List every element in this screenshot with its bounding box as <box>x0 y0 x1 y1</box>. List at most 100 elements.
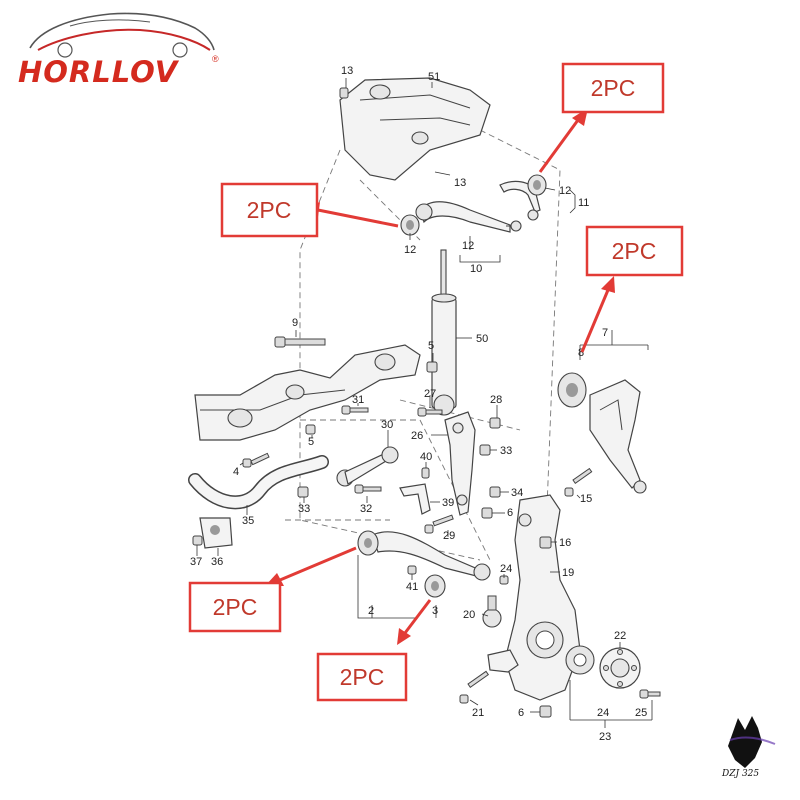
nut-41 <box>407 565 417 575</box>
bolt-31 <box>341 405 369 415</box>
part-label-26: 26 <box>411 430 423 442</box>
part-label-5a: 5 <box>428 340 434 352</box>
lower-bushing-3 <box>424 574 446 598</box>
part-label-6b: 6 <box>518 707 524 719</box>
callout-box-bottom: 2PC <box>316 652 408 702</box>
part-label-39: 39 <box>442 497 454 509</box>
part-label-28: 28 <box>490 394 502 406</box>
bracket-21-arm <box>487 649 519 673</box>
nut-6-mid <box>481 507 493 519</box>
bolt-15 <box>564 467 593 497</box>
bolt-25 <box>639 689 661 699</box>
part-label-16: 16 <box>559 537 571 549</box>
part-label-10: 10 <box>470 263 482 275</box>
part-label-4: 4 <box>233 466 239 478</box>
part-label-22: 22 <box>614 630 626 642</box>
part-label-5b: 5 <box>308 436 314 448</box>
part-label-33b: 33 <box>298 503 310 515</box>
leader-lines <box>196 78 653 728</box>
part-label-9: 9 <box>292 317 298 329</box>
nut-5-upper <box>426 361 438 373</box>
part-label-11: 11 <box>578 197 589 209</box>
nut-37 <box>192 535 203 546</box>
bushing-8 <box>557 372 587 408</box>
stabilizer-bushing-36 <box>199 517 233 549</box>
callout-label: 2PC <box>247 197 292 223</box>
nut-34 <box>489 486 501 498</box>
part-label-33a: 33 <box>500 445 512 457</box>
lower-control-arm <box>371 531 491 581</box>
part-label-50: 50 <box>476 333 488 345</box>
bolt-40 <box>421 467 430 479</box>
part-label-12a: 12 <box>559 185 571 197</box>
callout-box-lower-left: 2PC <box>188 581 282 633</box>
part-label-13a: 13 <box>341 65 353 77</box>
part-label-24a: 24 <box>500 563 512 575</box>
nut-6-lower <box>539 705 552 718</box>
callout-box-right: 2PC <box>585 225 684 277</box>
part-label-29: 29 <box>443 530 455 542</box>
nut-33-lower <box>297 486 309 498</box>
callout-box-top-right: 2PC <box>561 62 665 114</box>
callout-label: 2PC <box>213 594 258 620</box>
callout-label: 2PC <box>612 238 657 264</box>
part-label-8: 8 <box>578 347 584 359</box>
part-label-20: 20 <box>463 609 475 621</box>
bolt-27 <box>417 407 443 417</box>
part-label-37: 37 <box>190 556 202 568</box>
bolt-29 <box>424 514 454 534</box>
part-label-19: 19 <box>562 567 574 579</box>
part-label-25: 25 <box>635 707 647 719</box>
shock-absorber-50 <box>431 249 457 416</box>
part-label-7: 7 <box>602 327 608 339</box>
part-label-12c: 12 <box>462 240 474 252</box>
part-label-41: 41 <box>406 581 418 593</box>
lower-bushing-2 <box>357 530 379 556</box>
part-label-36: 36 <box>211 556 223 568</box>
upper-bushing-12-left <box>400 214 420 236</box>
watermark-text: DZJ 325 <box>721 769 759 779</box>
ball-joint-20 <box>482 595 502 628</box>
part-label-13b: 13 <box>454 177 466 189</box>
part-number-labels: 13 51 13 12 11 12 12 10 7 8 9 5 50 27 28… <box>190 65 647 743</box>
wheel-bearing-24 <box>565 645 595 675</box>
part-label-23: 23 <box>599 731 611 743</box>
part-label-3: 3 <box>432 605 438 617</box>
part-label-2: 2 <box>368 605 374 617</box>
part-label-27: 27 <box>424 388 436 400</box>
part-label-40: 40 <box>420 451 432 463</box>
bracket-39 <box>399 483 431 515</box>
bolt-21 <box>459 670 490 704</box>
part-label-24b: 24 <box>597 707 609 719</box>
wheel-hub-22 <box>599 647 641 689</box>
part-label-32: 32 <box>360 503 372 515</box>
callout-box-upper-left: 2PC <box>220 182 319 238</box>
part-label-30: 30 <box>381 419 393 431</box>
part-label-21: 21 <box>472 707 484 719</box>
crossmember-assembly <box>194 344 421 441</box>
part-label-51: 51 <box>428 71 440 83</box>
part-label-6a: 6 <box>507 507 513 519</box>
brand-name: HORLLOV <box>18 55 180 89</box>
car-silhouette-icon <box>29 12 215 58</box>
stabilizer-link-30 <box>336 446 399 487</box>
steering-bracket-26 <box>444 411 476 516</box>
part-label-15: 15 <box>580 493 592 505</box>
wheel-knuckle-19 <box>504 494 581 701</box>
part-label-12b: 12 <box>404 244 416 256</box>
registered-mark: ® <box>212 54 219 64</box>
stabilizer-bar-35 <box>188 455 329 510</box>
upper-control-arm-10 <box>415 201 522 233</box>
nut-16 <box>539 536 552 549</box>
control-arm-7 <box>589 379 647 494</box>
callout-label: 2PC <box>591 75 636 101</box>
upper-control-arm-11 <box>499 174 547 221</box>
nut-5-lower <box>305 424 316 435</box>
brand-logo: HORLLOV ® <box>18 12 219 89</box>
subframe-mount-51 <box>339 77 491 181</box>
nut-33-upper <box>479 444 491 456</box>
part-label-34: 34 <box>511 487 523 499</box>
bolt-32 <box>354 484 382 494</box>
bolt-4 <box>242 452 270 468</box>
